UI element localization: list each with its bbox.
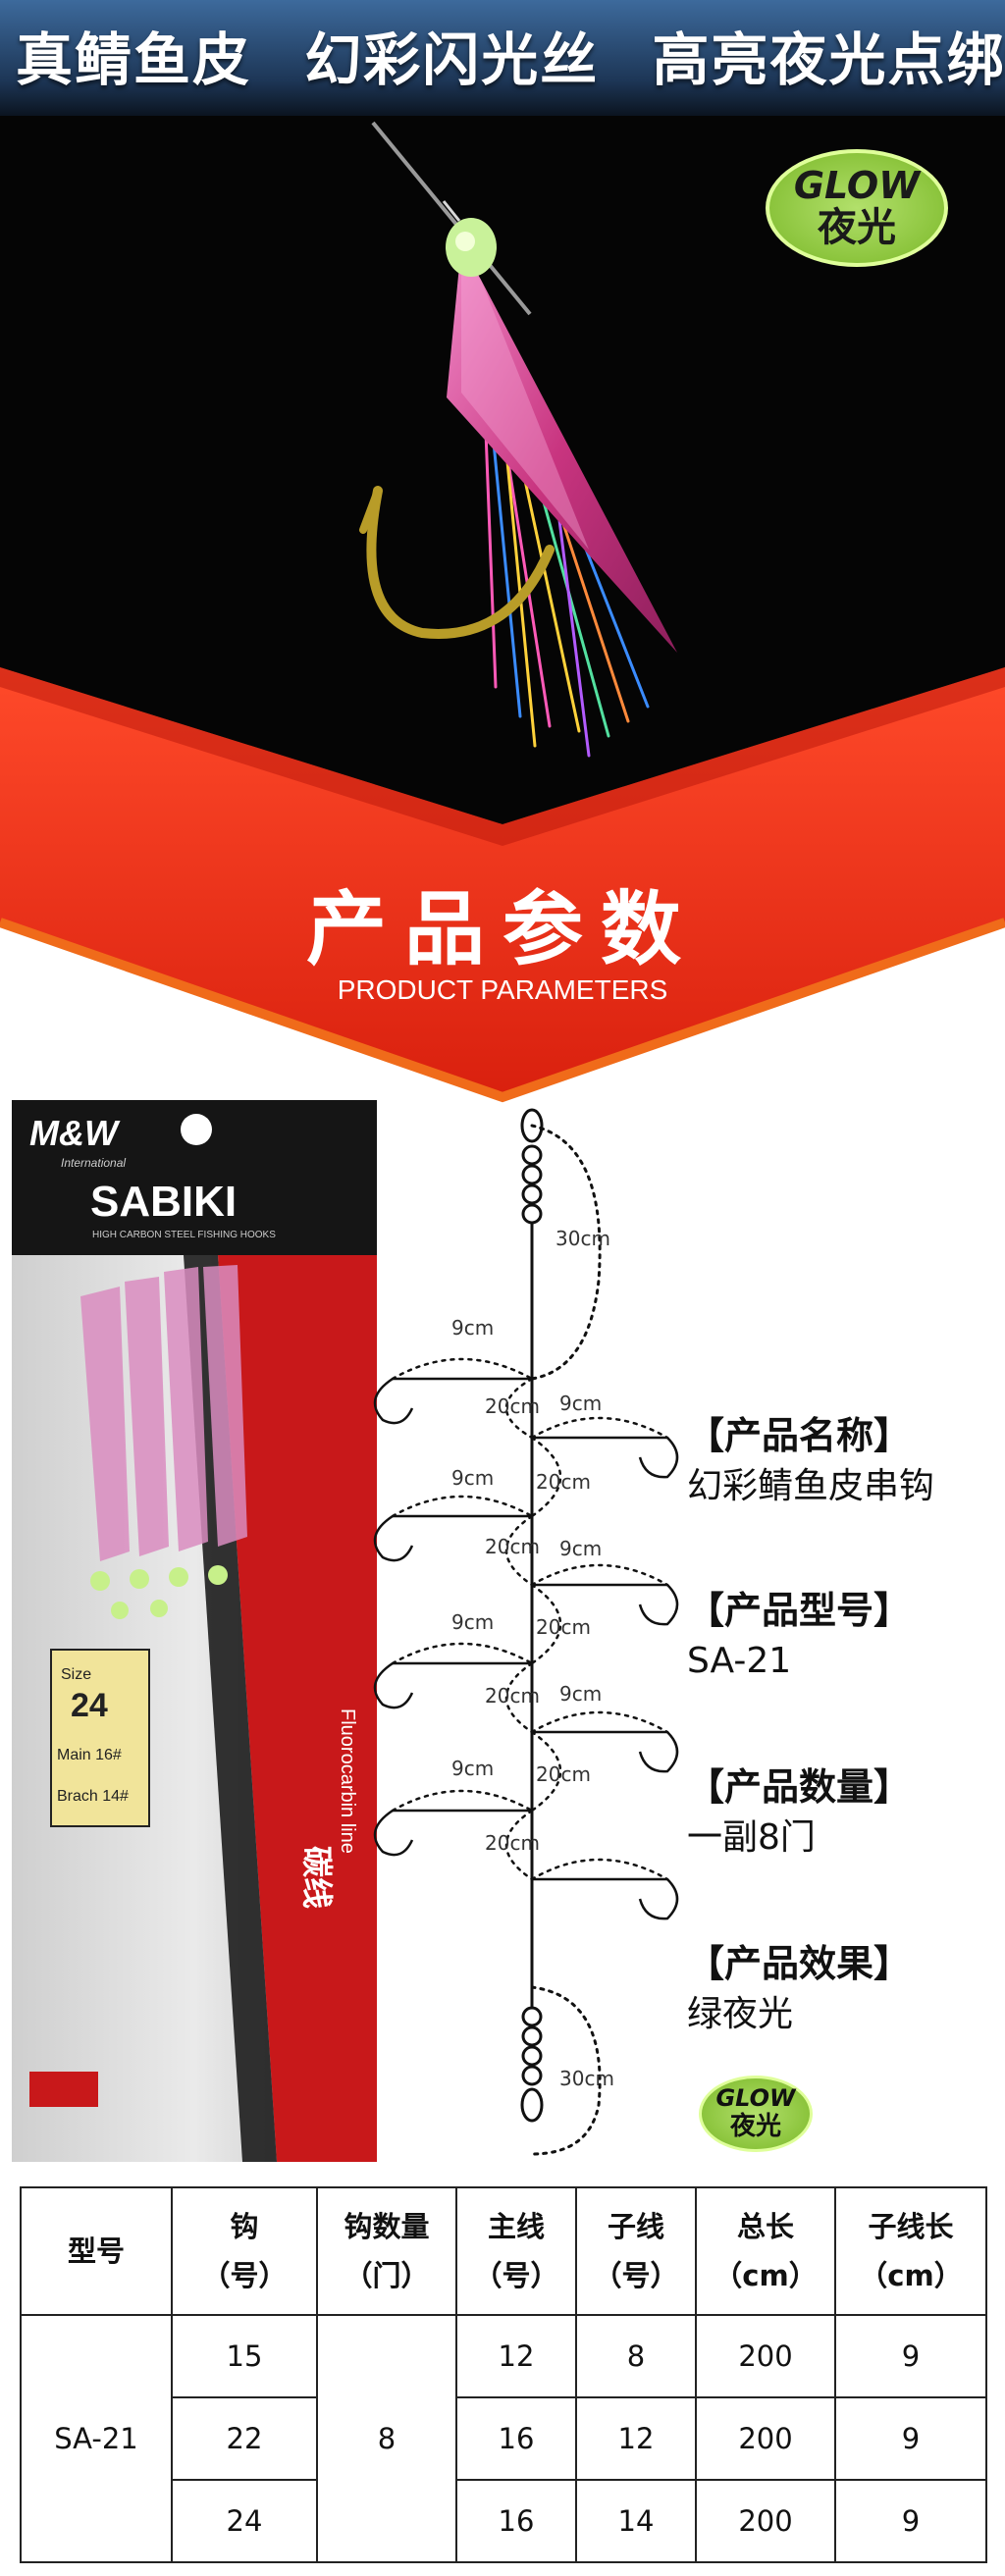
cell-branch-len: 9 bbox=[834, 2396, 987, 2481]
red-band bbox=[0, 667, 1005, 1097]
cell-branch: 12 bbox=[575, 2396, 697, 2481]
rig-length-labels: 30cm 9cm 20cm 9cm 20cm 9cm 20cm 9cm 20cm… bbox=[451, 1227, 614, 2090]
spec-model: 【产品型号】 SA-21 bbox=[687, 1585, 1001, 1687]
th-total-length: 总长（cm） bbox=[695, 2186, 836, 2316]
cell-total: 200 bbox=[695, 2314, 836, 2398]
glow-badge-cn: 夜光 bbox=[818, 205, 896, 250]
spec-quantity-label: 【产品数量】 bbox=[687, 1765, 912, 1809]
size-value: 24 bbox=[71, 1687, 108, 1724]
th-main-line: 主线（号） bbox=[455, 2186, 577, 2316]
rig-len-top: 30cm bbox=[555, 1227, 610, 1250]
spec-model-label: 【产品型号】 bbox=[687, 1589, 912, 1632]
table-row: 24 16 14 200 9 bbox=[21, 2479, 987, 2563]
rig-len-a11: 9cm bbox=[559, 1682, 602, 1706]
cell-hook: 22 bbox=[171, 2396, 318, 2481]
cell-hook-count: 8 bbox=[316, 2314, 457, 2563]
glow-badge-small: GLOW 夜光 bbox=[699, 2076, 813, 2152]
rig-len-bottom: 30cm bbox=[559, 2067, 614, 2090]
size-card bbox=[50, 1649, 150, 1827]
main-line-label: Main 16# bbox=[57, 1747, 122, 1763]
banner-phrase-1: 真鲭鱼皮 bbox=[16, 26, 252, 93]
lure-illustration bbox=[359, 121, 677, 758]
rig-len-a10: 20cm bbox=[485, 1684, 540, 1708]
banner-phrase-3: 高亮夜光点绑制 bbox=[652, 26, 1005, 93]
spec-quantity-value: 一副8门 bbox=[687, 1817, 816, 1858]
package-side-text: Fluorocarbin line bbox=[337, 1709, 358, 1854]
cell-branch-len: 9 bbox=[834, 2314, 987, 2398]
rig-diagram: 30cm 9cm 20cm 9cm 20cm 9cm 20cm 9cm 20cm… bbox=[373, 1108, 679, 2156]
spec-name-value: 幻彩鲭鱼皮串钩 bbox=[687, 1466, 935, 1506]
orange-chevron-line bbox=[0, 918, 1005, 1103]
table-row: SA-21 15 8 12 8 200 9 bbox=[20, 2314, 987, 2563]
rig-len-a8: 20cm bbox=[536, 1615, 591, 1639]
cell-total: 200 bbox=[695, 2479, 836, 2563]
th-hook: 钩（号） bbox=[171, 2186, 318, 2316]
glow-badge-small-en: GLOW bbox=[715, 2084, 796, 2112]
size-label: Size bbox=[61, 1666, 91, 1683]
glow-badge-small-cn: 夜光 bbox=[729, 2112, 781, 2141]
spec-name: 【产品名称】 幻彩鲭鱼皮串钩 bbox=[687, 1410, 1001, 1512]
product-overview: M&W International SABIKI HIGH CARBON STE… bbox=[0, 1084, 1005, 2183]
package-brand-sub: International bbox=[61, 1156, 126, 1170]
rig-branches bbox=[373, 1377, 679, 1920]
package-red-strip bbox=[218, 1255, 377, 2162]
th-model: 型号 bbox=[20, 2186, 173, 2316]
spec-effect-label: 【产品效果】 bbox=[687, 1942, 912, 1985]
rig-len-a2: 20cm bbox=[485, 1394, 540, 1418]
glow-badge-en: GLOW bbox=[793, 164, 921, 207]
package-brand: M&W bbox=[29, 1113, 121, 1153]
cell-hook: 15 bbox=[171, 2314, 318, 2398]
cell-main: 16 bbox=[455, 2479, 577, 2563]
th-branch-length: 子线长（cm） bbox=[834, 2186, 987, 2316]
rig-len-a7: 9cm bbox=[559, 1537, 602, 1560]
banner-phrase-2: 幻彩闪光丝 bbox=[304, 26, 600, 93]
rig-len-a6: 20cm bbox=[485, 1535, 540, 1558]
th-branch-line: 子线（号） bbox=[575, 2186, 697, 2316]
spec-quantity: 【产品数量】 一副8门 bbox=[687, 1761, 1001, 1864]
package-lures bbox=[80, 1265, 247, 1619]
rig-len-a5: 9cm bbox=[451, 1466, 494, 1490]
section-subtitle: PRODUCT PARAMETERS bbox=[337, 974, 668, 1005]
th-hook-count: 钩数量（门） bbox=[316, 2186, 457, 2316]
spec-name-label: 【产品名称】 bbox=[687, 1414, 912, 1457]
section-title: 产品参数 bbox=[305, 883, 699, 976]
spec-table: 型号 钩（号） 钩数量（门） 主线（号） 子线（号） 总长（cm） 子线长（cm… bbox=[20, 2186, 987, 2563]
package-product-line: SABIKI bbox=[90, 1178, 237, 1226]
hang-hole bbox=[181, 1114, 212, 1145]
spec-effect: 【产品效果】 绿夜光 bbox=[687, 1938, 1001, 2040]
white-chevron-bottom bbox=[0, 922, 1005, 1109]
table-header-row: 型号 钩（号） 钩数量（门） 主线（号） 子线（号） 总长（cm） 子线长（cm… bbox=[20, 2186, 987, 2316]
cell-hook: 24 bbox=[171, 2479, 318, 2563]
cell-main: 12 bbox=[455, 2314, 577, 2398]
branch-line-label: Brach 14# bbox=[57, 1788, 129, 1805]
cell-branch-len: 9 bbox=[834, 2479, 987, 2563]
cell-branch: 8 bbox=[575, 2314, 697, 2398]
rig-len-a13: 9cm bbox=[451, 1757, 494, 1780]
cell-main: 16 bbox=[455, 2396, 577, 2481]
rig-len-a14: 20cm bbox=[485, 1831, 540, 1855]
package-bottom-logo bbox=[29, 2072, 98, 2107]
cell-total: 200 bbox=[695, 2396, 836, 2481]
rig-len-a9: 9cm bbox=[451, 1610, 494, 1634]
cell-branch: 14 bbox=[575, 2479, 697, 2563]
table-row: 22 16 12 200 9 bbox=[21, 2396, 987, 2481]
rig-len-a4: 20cm bbox=[536, 1470, 591, 1494]
spec-model-value: SA-21 bbox=[687, 1641, 792, 1681]
package-side-cn: 碳线 bbox=[298, 1846, 336, 1909]
rig-len-a3: 9cm bbox=[559, 1392, 602, 1415]
rig-len-a12: 20cm bbox=[536, 1762, 591, 1786]
hero-section: 真鲭鱼皮 幻彩闪光丝 高亮夜光点绑制 GLOW 夜光 产品参数 PRODUCT … bbox=[0, 0, 1005, 1109]
glow-badge: GLOW 夜光 bbox=[766, 149, 948, 267]
top-feature-banner: 真鲭鱼皮 幻彩闪光丝 高亮夜光点绑制 bbox=[0, 0, 1005, 116]
package-image: M&W International SABIKI HIGH CARBON STE… bbox=[12, 1100, 377, 2162]
package-tagline: HIGH CARBON STEEL FISHING HOOKS bbox=[92, 1230, 276, 1240]
rig-len-a1: 9cm bbox=[451, 1316, 494, 1340]
spec-effect-value: 绿夜光 bbox=[687, 1994, 794, 2034]
cell-model: SA-21 bbox=[20, 2314, 173, 2563]
